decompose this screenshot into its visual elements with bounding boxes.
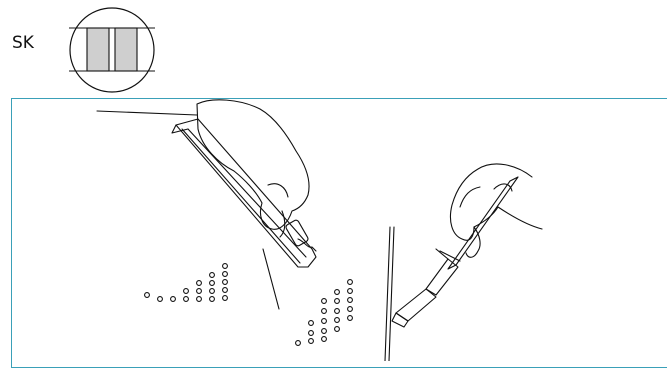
hand-with-float-icon: [171, 99, 317, 268]
dot-pattern-left: [144, 263, 228, 302]
joint-cross-section-icon: [69, 7, 155, 93]
code-label: SK: [12, 33, 34, 53]
illustration-panel: [11, 98, 667, 368]
grouting-illustration: [96, 99, 543, 361]
dot-pattern-right: [295, 279, 353, 346]
hand-with-brush-icon: [391, 163, 543, 328]
